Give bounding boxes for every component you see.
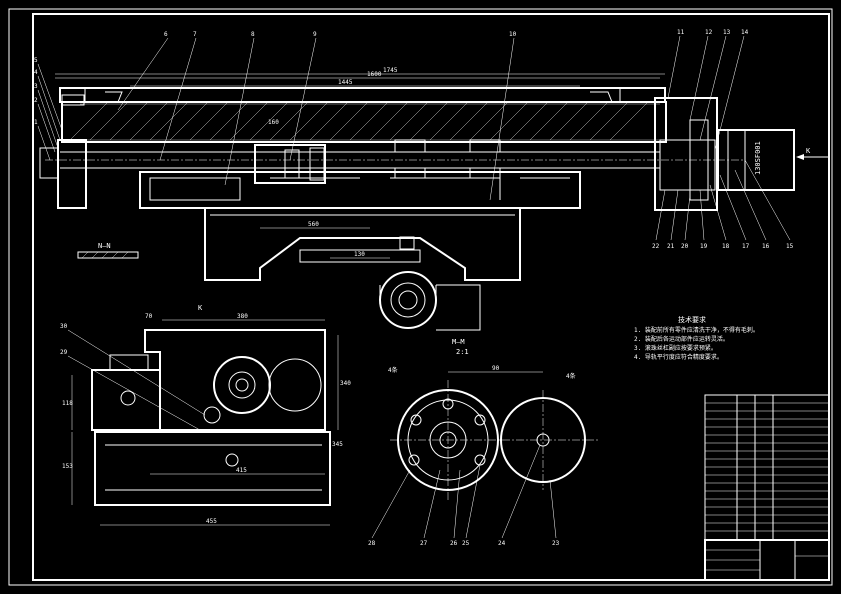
- tech-req-3: 3. 滚珠丝杠副应按要求预紧。: [634, 344, 717, 352]
- part-no-21: 21: [667, 243, 675, 250]
- part-no-6: 6: [164, 31, 168, 38]
- dim-380: 380: [237, 313, 248, 320]
- tech-req-4: 4. 导轨平行度应符合精度要求。: [634, 353, 723, 361]
- tech-req-1: 1. 装配前所有零件应清洗干净，不得有毛刺。: [634, 326, 759, 334]
- k-view: K 455 380 415 340 345 70 118 153 30 29: [60, 304, 351, 526]
- part-no-5: 5: [34, 57, 38, 64]
- part-no-28: 28: [368, 540, 376, 547]
- part-no-20: 20: [681, 243, 689, 250]
- dim-1600: 1600: [367, 71, 382, 78]
- dim-415: 415: [236, 467, 247, 474]
- dim-130: 130: [354, 251, 365, 258]
- view-k-label: K: [198, 304, 203, 312]
- part-no-24: 24: [498, 540, 506, 547]
- part-no-27: 27: [420, 540, 428, 547]
- part-no-8: 8: [251, 31, 255, 38]
- dim-90: 90: [492, 365, 500, 372]
- dim-118: 118: [62, 400, 73, 407]
- dim-1745: 1745: [383, 67, 398, 74]
- dim-70: 70: [145, 313, 153, 320]
- dim-1445: 1445: [338, 79, 353, 86]
- part-no-16: 16: [762, 243, 770, 250]
- parts-list-table: [704, 394, 830, 581]
- tech-title: 技术要求: [678, 315, 706, 324]
- part-no-30: 30: [60, 323, 68, 330]
- section-mm-label: M—M: [452, 338, 465, 346]
- main-assembly-view: 130SF001 K 1745 1600 1445 160 560 130 6 …: [34, 29, 830, 356]
- part-no-17: 17: [742, 243, 750, 250]
- part-no-23: 23: [552, 540, 560, 547]
- part-no-25: 25: [462, 540, 470, 547]
- dim-455: 455: [206, 518, 217, 525]
- dim-560: 560: [308, 221, 319, 228]
- part-no-13: 13: [723, 29, 731, 36]
- part-no-10: 10: [509, 31, 517, 38]
- part-no-29: 29: [60, 349, 68, 356]
- part-no-18: 18: [722, 243, 730, 250]
- part-no-26: 26: [450, 540, 458, 547]
- pulley-detail: 90 4条 4条 28 27 26 25 24 23: [368, 365, 600, 547]
- dim-153: 153: [62, 463, 73, 470]
- part-no-14: 14: [741, 29, 749, 36]
- part-no-1: 1: [34, 119, 38, 126]
- part-no-2: 2: [34, 97, 38, 104]
- part-no-12: 12: [705, 29, 713, 36]
- tech-requirements: 技术要求 1. 装配前所有零件应清洗干净，不得有毛刺。 2. 装配后各运动部件应…: [634, 315, 759, 361]
- part-no-3: 3: [34, 83, 38, 90]
- part-no-15: 15: [786, 243, 794, 250]
- part-no-22: 22: [652, 243, 660, 250]
- sheet-inner-border: [32, 13, 830, 581]
- detail-left-label: 4条: [388, 366, 398, 374]
- section-mm-scale: 2:1: [456, 348, 469, 356]
- motor-label: 130SF001: [754, 141, 762, 175]
- sheet-outer-border: [8, 8, 833, 586]
- part-no-19: 19: [700, 243, 708, 250]
- part-no-11: 11: [677, 29, 685, 36]
- tech-req-2: 2. 装配后各运动部件应运转灵活。: [634, 335, 729, 343]
- part-no-7: 7: [193, 31, 197, 38]
- part-no-4: 4: [34, 69, 38, 76]
- section-nn-label: N—N: [98, 242, 111, 250]
- part-no-9: 9: [313, 31, 317, 38]
- dim-160: 160: [268, 119, 279, 126]
- dim-345: 345: [332, 441, 343, 448]
- dim-340: 340: [340, 380, 351, 387]
- arrow-k-label: K: [806, 147, 811, 155]
- detail-right-label: 4条: [566, 372, 576, 380]
